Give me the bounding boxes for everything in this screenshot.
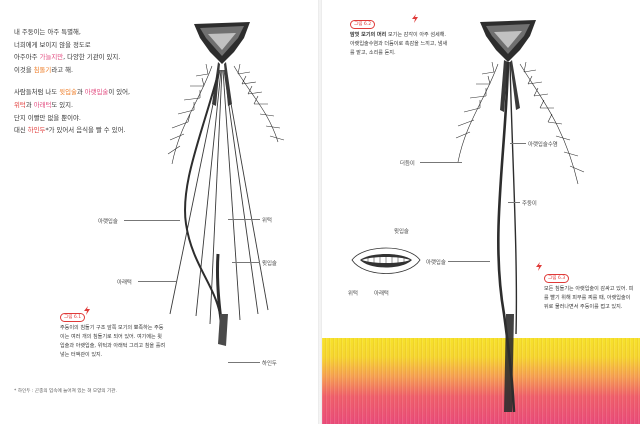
- label-antenna: 더듬이: [400, 161, 415, 167]
- leader-line: [228, 219, 260, 220]
- text-span: 라고 해.: [51, 65, 74, 74]
- text-span: *가 있어서 음식을 빨 수 있어.: [45, 126, 126, 135]
- leader-line: [124, 220, 180, 221]
- leader-line: [138, 281, 176, 282]
- caption-text: 모든 침돌기는 아랫입술이 감싸고 있어. 피를 빨기 위해 피부를 찌를 때,…: [544, 286, 634, 311]
- right-page: 그림 6.2 맘껏 모기의 머리 모기는 감각이 아주 섬세해. 아랫입술수염과…: [322, 0, 640, 424]
- label-maxilla-mouth: 아래턱: [374, 291, 389, 297]
- highlight-mandible: 위턱: [14, 100, 26, 109]
- label-maxilla: 아래턱: [117, 280, 132, 286]
- intro-line: 너희에게 보이지 않을 정도로: [14, 40, 91, 49]
- mosquito-head-illustration: [167, 22, 285, 346]
- intro-line: 이것을 침돌기라고 해.: [14, 64, 174, 77]
- highlight-thin: 가늘지만: [39, 53, 64, 62]
- label-upper-lip: 윗입술: [262, 261, 277, 267]
- label-mandible-mouth: 위턱: [348, 291, 358, 297]
- highlight-stylet: 침돌기: [33, 65, 52, 74]
- leader-line: [510, 143, 526, 144]
- left-page: 내 주둥이는 아주 특별해, 너희에게 보이지 않을 정도로 아주아주 가늘지만…: [0, 0, 318, 424]
- text-span: 이것을: [14, 65, 34, 74]
- leader-line: [232, 262, 260, 263]
- leader-line: [508, 202, 520, 203]
- label-lower-lip: 아랫입술: [98, 219, 118, 225]
- highlight-maxilla: 아래턱: [33, 100, 52, 109]
- label-hypopharynx: 하인두: [262, 361, 277, 367]
- text-span: 대신: [14, 126, 28, 135]
- label-lower-lip-mouth: 아랫입술: [426, 260, 446, 266]
- leader-line: [448, 261, 490, 262]
- intro-text: 내 주둥이는 아주 특별해, 너희에게 보이지 않을 정도로 아주아주 가늘지만…: [14, 26, 174, 137]
- body-line: 사람들처럼 나도 윗입술과 아랫입술이 있어,: [14, 86, 174, 99]
- body-line: 대신 하인두*가 있어서 음식을 빨 수 있어.: [14, 124, 174, 137]
- highlight-lower-lip: 아랫입술: [84, 88, 109, 97]
- intro-line: 내 주둥이는 아주 특별해,: [14, 28, 81, 36]
- text-span: 아주아주: [14, 53, 40, 62]
- figure-caption-6-2: 그림 6.2 맘껏 모기의 머리 모기는 감각이 아주 섬세해. 아랫입술수염과…: [350, 20, 448, 58]
- text-span: 사람들처럼 나도: [14, 88, 60, 97]
- body-line: 위턱과 아래턱도 있지.: [14, 99, 174, 112]
- label-mandible: 위턱: [262, 218, 272, 224]
- text-span: 과: [25, 100, 34, 109]
- footnote: * 하인두 : 곤충의 입속에 늘어져 있는 혀 모양의 기관.: [14, 389, 117, 394]
- text-span: 이 있어,: [108, 88, 131, 97]
- lightning-icon: [84, 306, 90, 315]
- leader-line: [420, 162, 462, 163]
- skin-gradient-band: [322, 338, 640, 424]
- lightning-icon: [412, 14, 418, 23]
- label-proboscis: 주둥이: [522, 201, 537, 207]
- band-texture: [322, 338, 640, 424]
- label-palp: 아랫입술수염: [528, 142, 558, 148]
- figure-caption-6-3: 그림 6.3 모든 침돌기는 아랫입술이 감싸고 있어. 피를 빨기 위해 피부…: [544, 274, 636, 312]
- intro-line: 아주아주 가늘지만, 다양한 기관이 있지.: [14, 51, 174, 64]
- mosquito-head-illustration: [455, 20, 585, 413]
- label-upper-lip-mouth: 윗입술: [394, 229, 409, 235]
- body-line: 단지 이빨만 없을 뿐이야.: [14, 113, 81, 122]
- figure-caption-6-1: 그림 6.1 주둥이의 침돌기 구조 앞쪽 모기의 뾰족하는 주둥이는 여러 개…: [60, 313, 166, 360]
- text-span: 도 있지.: [51, 100, 74, 109]
- lightning-icon: [536, 262, 542, 271]
- text-span: 과: [76, 88, 85, 97]
- leader-line: [228, 362, 260, 363]
- caption-title: 맘껏 모기의 머리: [350, 32, 387, 38]
- figure-tag: 그림 6.3: [544, 274, 570, 283]
- highlight-upper-lip: 윗입술: [59, 88, 77, 97]
- figure-tag: 그림 6.2: [350, 20, 376, 29]
- figure-tag: 그림 6.1: [60, 313, 86, 322]
- highlight-hypopharynx: 하인두: [27, 126, 46, 135]
- caption-text: 모기는 감각이 아주 섬세해. 아랫입술수염과 더듬이로 촉감을 느끼고, 냄새…: [350, 32, 448, 57]
- text-span: , 다양한 기관이 있지.: [63, 53, 121, 62]
- page-gutter: [318, 0, 322, 424]
- mouth-diagram: [351, 247, 421, 274]
- caption-text: 주둥이의 침돌기 구조 앞쪽 모기의 뾰족하는 주둥이는 여러 개의 침돌기로 …: [60, 325, 166, 359]
